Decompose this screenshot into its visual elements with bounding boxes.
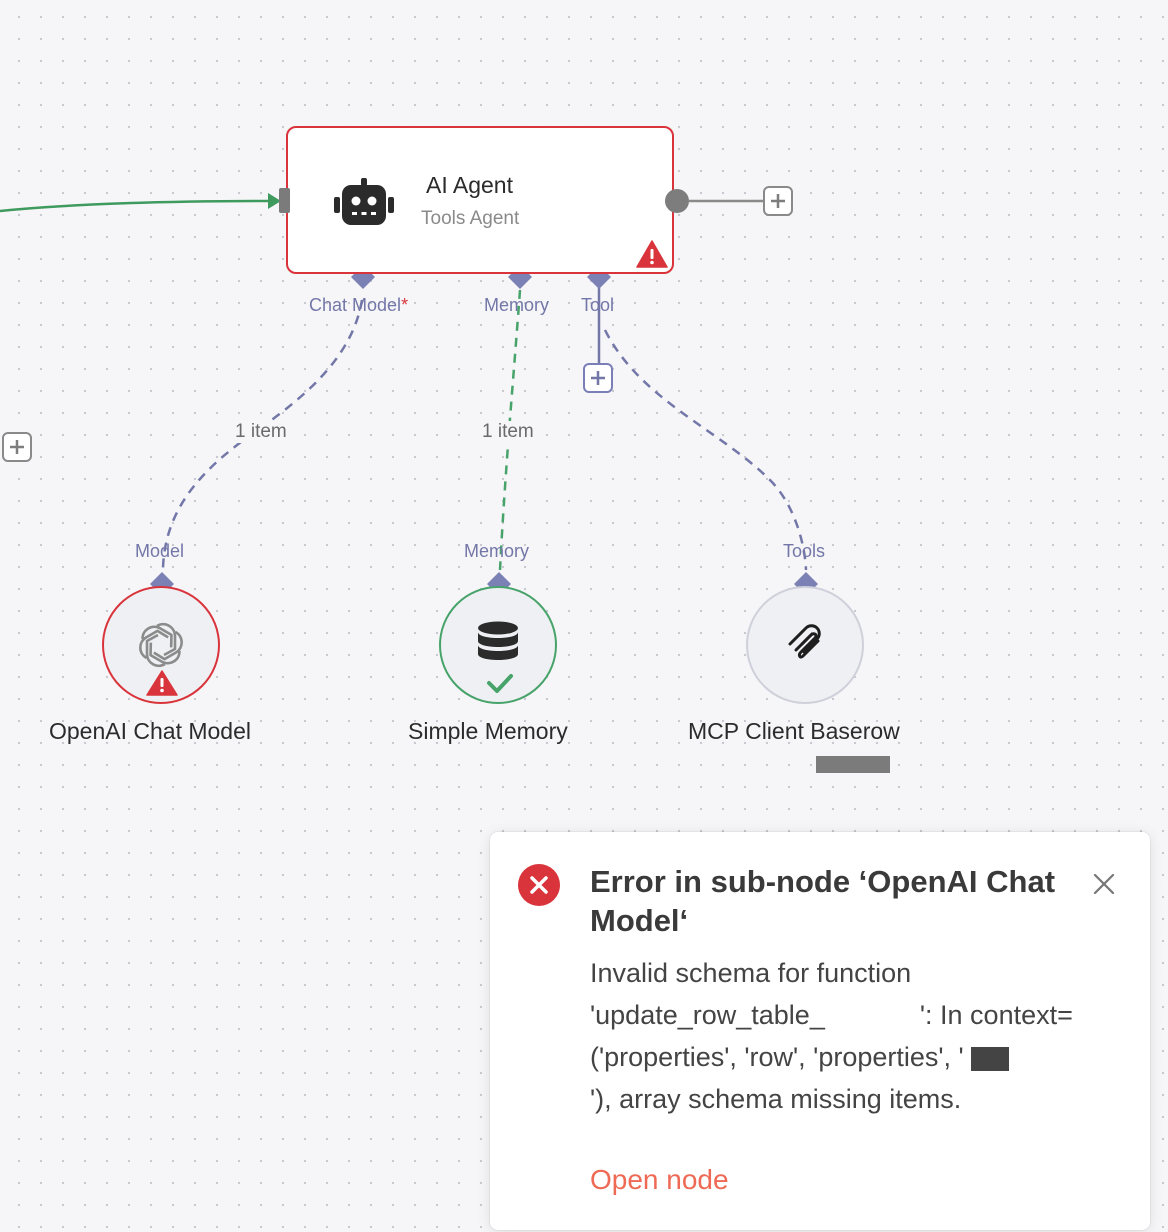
plus-icon bbox=[10, 440, 24, 454]
tools-port-label: Tools bbox=[783, 541, 826, 561]
toast-message: Invalid schema for function 'update_row_… bbox=[590, 952, 1090, 1120]
redaction-bar bbox=[816, 756, 890, 773]
database-icon bbox=[478, 621, 518, 660]
chat-model-port-text: Chat Model bbox=[309, 295, 402, 315]
openai-chat-model-name: OpenAI Chat Model bbox=[49, 718, 252, 744]
model-port-label: Model bbox=[135, 541, 185, 561]
check-icon bbox=[486, 672, 514, 699]
redacted-text bbox=[1017, 1056, 1077, 1066]
tool-connection bbox=[603, 329, 808, 571]
add-node-button[interactable] bbox=[763, 186, 793, 216]
redaction-mask bbox=[971, 1046, 1010, 1071]
mcp-client-baserow-node[interactable] bbox=[746, 586, 864, 704]
agent-subtitle: Tools Agent bbox=[421, 208, 520, 229]
agent-title: AI Agent bbox=[426, 172, 513, 198]
robot-icon bbox=[332, 176, 396, 233]
memory-edge-item-count: 1 item bbox=[480, 421, 536, 443]
toast-message-part2: ': In context=('properties', 'row', 'pro… bbox=[590, 1000, 1073, 1072]
redacted-text bbox=[832, 1014, 912, 1024]
simple-memory-node[interactable] bbox=[439, 586, 557, 704]
close-icon[interactable] bbox=[1090, 870, 1118, 898]
agent-input-handle[interactable] bbox=[279, 188, 290, 213]
warning-icon bbox=[636, 240, 668, 273]
plus-icon bbox=[591, 371, 605, 385]
model-edge-item-count: 1 item bbox=[233, 421, 289, 443]
memory-sub-port-label: Memory bbox=[464, 541, 530, 561]
memory-connection bbox=[498, 289, 522, 571]
openai-icon bbox=[139, 622, 183, 668]
toast-message-part3: '), array schema missing items. bbox=[590, 1084, 962, 1114]
chat-model-connection bbox=[161, 299, 364, 569]
add-node-button-left[interactable] bbox=[2, 432, 32, 462]
tool-port-label: Tool bbox=[581, 295, 615, 315]
toast-title: Error in sub-node ‘OpenAI Chat Model‘ bbox=[590, 864, 1056, 938]
main-input-connection bbox=[0, 199, 273, 213]
error-icon bbox=[518, 864, 560, 906]
open-node-link[interactable]: Open node bbox=[590, 1164, 729, 1195]
plus-icon bbox=[771, 194, 785, 208]
required-mark: * bbox=[401, 295, 409, 315]
simple-memory-name: Simple Memory bbox=[408, 718, 568, 744]
warning-icon bbox=[146, 670, 178, 701]
add-tool-button[interactable] bbox=[583, 363, 613, 393]
error-toast: Error in sub-node ‘OpenAI Chat Model‘ In… bbox=[490, 832, 1150, 1230]
mcp-client-baserow-name: MCP Client Baserow bbox=[688, 718, 900, 744]
agent-output-handle[interactable] bbox=[665, 189, 689, 213]
toast-message-part1: Invalid schema for function 'update_row_… bbox=[590, 958, 912, 1030]
mcp-icon bbox=[788, 624, 821, 659]
chat-model-port-label: Chat Model* bbox=[309, 295, 408, 316]
main-input-arrow bbox=[268, 193, 281, 209]
memory-port-label: Memory bbox=[484, 295, 550, 315]
